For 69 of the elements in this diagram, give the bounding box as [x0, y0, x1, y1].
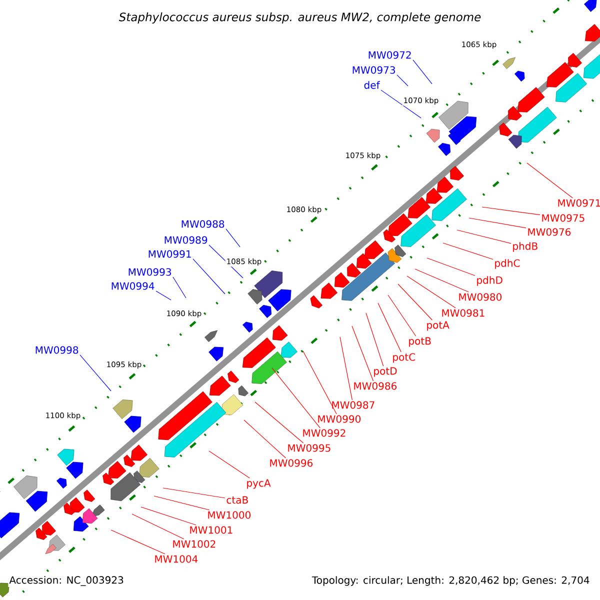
- leader-line: [366, 312, 384, 366]
- gene-label: MW0975: [542, 214, 584, 222]
- gene-label: MW0987: [332, 401, 374, 409]
- leader-line: [244, 420, 286, 458]
- gene-label: MW0988: [182, 220, 224, 228]
- accession-text: Accession: NC_003923: [8, 575, 125, 587]
- leader-line: [378, 302, 402, 352]
- leader-line: [388, 294, 416, 336]
- gene-label: MW0976: [528, 228, 571, 236]
- leader-line: [398, 284, 433, 320]
- gene-label: phdB: [513, 242, 538, 252]
- leader-line: [426, 258, 476, 276]
- leader-line: [154, 496, 210, 510]
- leader-line: [414, 268, 469, 292]
- gene-label: ctaB: [226, 496, 248, 504]
- gene-label: MW0995: [288, 444, 330, 452]
- gene-label: potA: [427, 321, 450, 331]
- gene-label: MW0980: [459, 293, 502, 301]
- leader-line: [172, 276, 186, 298]
- leader-line: [442, 242, 494, 260]
- leader-line: [226, 228, 240, 248]
- leader-line: [80, 354, 112, 392]
- leader-line: [132, 514, 184, 540]
- gene-label: MW0973: [352, 66, 395, 74]
- leader-line: [468, 218, 526, 228]
- leader-line: [272, 368, 320, 428]
- title: Staphylococcus aureus subsp. aureus MW2, complete genome: [118, 12, 481, 24]
- gene-label: potD: [374, 367, 397, 377]
- gene-label: MW1002: [173, 540, 216, 548]
- gene-label: MW0989: [164, 236, 208, 244]
- leader-line: [162, 488, 226, 498]
- leader-line: [156, 290, 172, 300]
- gene-label: MW1001: [190, 526, 232, 534]
- gene-label: pdhC: [495, 259, 520, 269]
- gene-label: MW1004: [155, 555, 198, 563]
- gene-label: MW0991: [148, 250, 191, 258]
- leader-line: [140, 506, 196, 526]
- gene-label: pdhD: [477, 276, 502, 286]
- gene-label: MW0994: [112, 282, 154, 290]
- leader-line: [208, 244, 244, 278]
- leader-line: [396, 74, 408, 86]
- leader-line: [412, 60, 432, 84]
- leader-line: [456, 230, 512, 244]
- leader-line: [482, 206, 540, 216]
- leader-line: [208, 450, 250, 478]
- gene-label: MW1000: [208, 511, 250, 519]
- leader-line: [406, 276, 456, 308]
- gene-label: MW0986: [354, 382, 397, 390]
- gene-label: pycA: [247, 479, 271, 489]
- leader-line: [380, 90, 422, 118]
- gene-label: potB: [409, 337, 431, 347]
- gene-label: potC: [393, 353, 416, 363]
- gene-label: MW0981: [442, 309, 484, 317]
- gene-label: MW0998: [36, 346, 78, 354]
- gene-label: MW0992: [303, 429, 346, 437]
- leader-line: [340, 336, 353, 400]
- gene-label: MW0993: [128, 268, 171, 276]
- gene-label: MW0996: [270, 459, 313, 467]
- leader-line: [254, 402, 304, 444]
- genome-info-text: Topology: circular; Length: 2,820,462 bp; Genes: 2,704: [310, 575, 591, 587]
- leader-line: [526, 162, 573, 198]
- leader-line: [302, 350, 337, 414]
- leader-line: [110, 530, 166, 554]
- gene-label: def: [364, 81, 380, 89]
- leader-line: [352, 326, 374, 382]
- gene-label: MW0990: [318, 415, 360, 423]
- leader-line: [192, 258, 226, 294]
- gene-label: MW0972: [368, 51, 411, 59]
- gene-label: MW0971: [558, 199, 600, 207]
